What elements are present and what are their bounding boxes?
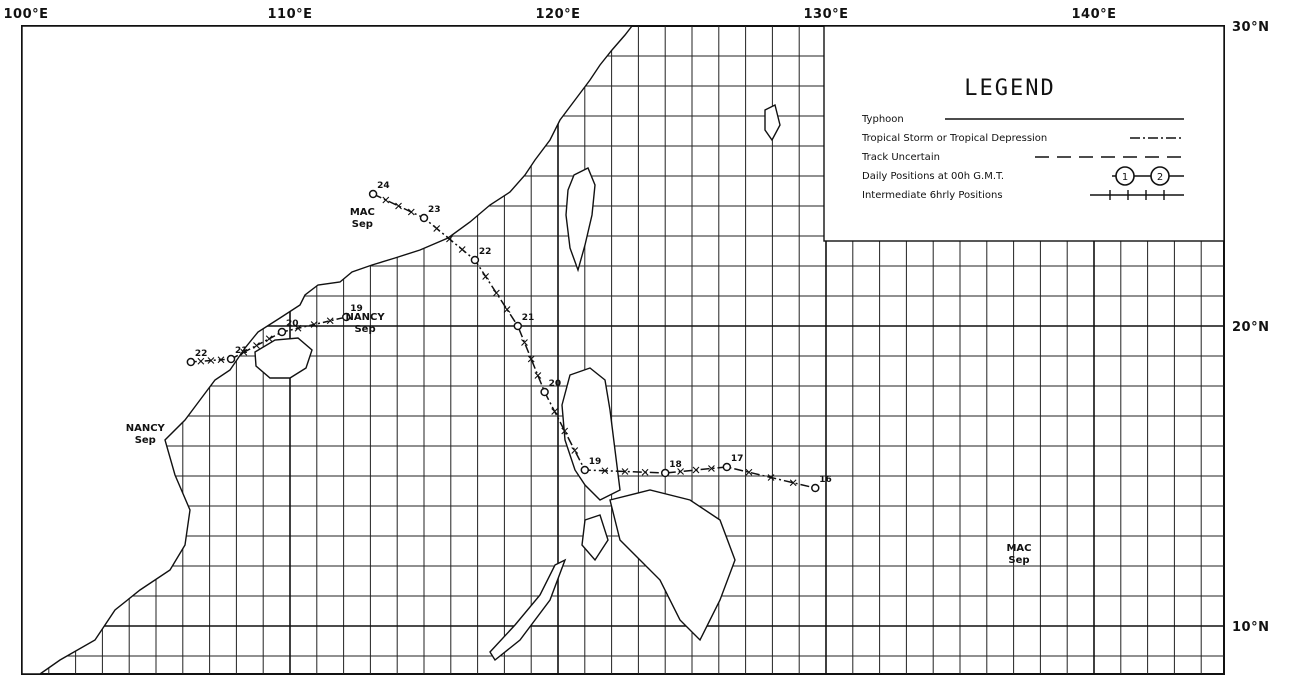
- six-hourly-position-mark: [482, 273, 490, 280]
- latitude-label: 10°N: [1232, 620, 1269, 635]
- storm-tracks: 16171819202122232419202122MACSepNANCYSep…: [126, 181, 1032, 566]
- longitude-label: 100°E: [3, 7, 48, 22]
- palawan-island: [489, 558, 567, 662]
- luzon-island: [561, 367, 621, 501]
- mainland-coast: [21, 25, 634, 675]
- six-hourly-position-mark: [326, 317, 334, 325]
- daily-position-day-label: 24: [377, 181, 390, 191]
- longitude-label: 120°E: [535, 7, 580, 22]
- legend-daily-circle: [1115, 166, 1135, 186]
- axis-labels: 100°E 110°E 120°E 130°E 140°E 30°N 20°N 10°N: [3, 7, 1269, 635]
- daily-position-day-label: 21: [235, 346, 248, 356]
- daily-position-marker: [470, 255, 480, 265]
- mindoro-island: [581, 514, 609, 562]
- daily-position-marker: [580, 465, 590, 475]
- legend-daily-circle: [1150, 166, 1170, 186]
- six-hourly-position-mark: [551, 408, 559, 415]
- legend-box: [823, 25, 1225, 242]
- six-hourly-position-mark: [708, 465, 715, 472]
- daily-position-day-label: 20: [286, 319, 299, 329]
- daily-position-marker: [186, 357, 196, 367]
- six-hourly-position-mark: [207, 357, 215, 364]
- daily-position-day-label: 19: [350, 304, 363, 314]
- six-hourly-position-mark: [446, 235, 453, 243]
- visayas-islands: [609, 489, 736, 642]
- coastlines: [21, 25, 781, 675]
- six-hourly-position-mark: [253, 342, 260, 349]
- daily-position-day-label: 17: [731, 454, 744, 464]
- storm-month-label: Sep: [1008, 555, 1029, 566]
- six-hourly-position-mark: [458, 246, 466, 253]
- six-hourly-position-mark: [789, 479, 797, 487]
- daily-position-day-label: 22: [195, 349, 208, 359]
- six-hourly-position-mark: [433, 225, 441, 232]
- taiwan-island: [565, 167, 596, 273]
- daily-position-marker: [722, 462, 732, 472]
- six-hourly-position-mark: [217, 356, 225, 364]
- storm-name-label: MAC: [1006, 543, 1031, 554]
- six-hourly-position-mark: [527, 355, 535, 363]
- six-hourly-position-mark: [534, 372, 542, 379]
- daily-position-marker: [811, 483, 820, 493]
- daily-position-marker: [342, 312, 351, 322]
- six-hourly-position-mark: [382, 196, 390, 204]
- six-hourly-position-mark: [521, 339, 528, 346]
- daily-position-marker: [368, 189, 378, 199]
- hainan-island: [254, 337, 313, 379]
- legend-item-label: Track Uncertain: [861, 152, 940, 163]
- legend-circle-label: 1: [1122, 172, 1128, 183]
- latitude-label: 20°N: [1232, 320, 1269, 335]
- daily-position-day-label: 22: [479, 247, 492, 257]
- six-hourly-position-mark: [395, 202, 402, 210]
- daily-position-day-label: 23: [428, 205, 441, 215]
- daily-position-day-label: 16: [819, 475, 832, 485]
- storm-name-label: NANCY: [346, 312, 386, 323]
- six-hourly-position-mark: [677, 468, 684, 475]
- daily-position-day-label: 21: [522, 313, 535, 323]
- six-hourly-position-mark: [641, 468, 649, 476]
- six-hourly-position-mark: [240, 348, 248, 356]
- six-hourly-position-mark: [265, 335, 273, 343]
- six-hourly-position-mark: [621, 468, 629, 475]
- daily-position-day-label: 19: [589, 457, 602, 467]
- six-hourly-position-mark: [561, 427, 569, 435]
- longitude-label: 140°E: [1071, 7, 1116, 22]
- legend-item-label: Tropical Storm or Tropical Depression: [861, 133, 1047, 144]
- daily-position-marker: [226, 354, 236, 364]
- six-hourly-position-mark: [407, 208, 415, 216]
- storm-month-label: Sep: [354, 324, 375, 335]
- storm-name-label: MAC: [350, 207, 375, 218]
- daily-position-day-label: 18: [669, 460, 682, 470]
- six-hourly-position-mark: [503, 306, 511, 313]
- daily-position-marker: [513, 321, 523, 331]
- six-hourly-position-mark: [767, 474, 775, 481]
- legend-title: LEGEND: [964, 76, 1055, 101]
- storm-month-label: Sep: [135, 435, 156, 446]
- six-hourly-position-mark: [692, 466, 700, 474]
- six-hourly-position-mark: [492, 289, 500, 297]
- storm-name-label: NANCY: [126, 423, 166, 434]
- storm-month-label: Sep: [352, 219, 373, 230]
- six-hourly-position-mark: [745, 468, 753, 476]
- six-hourly-position-mark: [601, 467, 609, 475]
- legend-circle-label: 2: [1157, 172, 1163, 183]
- daily-position-marker: [540, 387, 549, 397]
- daily-position-marker: [419, 213, 429, 223]
- legend-item-label: Daily Positions at 00h G.M.T.: [862, 171, 1004, 182]
- six-hourly-position-mark: [571, 447, 579, 454]
- daily-position-marker: [660, 468, 670, 478]
- legend-item-label: Intermediate 6hrly Positions: [862, 190, 1003, 201]
- ryukyu-islands: [764, 103, 781, 142]
- six-hourly-position-mark: [310, 321, 318, 328]
- longitude-label: 130°E: [803, 7, 848, 22]
- daily-position-day-label: 20: [549, 379, 562, 389]
- six-hourly-position-mark: [197, 357, 205, 365]
- latitude-label: 30°N: [1232, 20, 1269, 35]
- legend-item-label: Typhoon: [861, 114, 904, 125]
- six-hourly-position-mark: [294, 324, 302, 332]
- daily-position-marker: [277, 327, 287, 337]
- longitude-label: 110°E: [267, 7, 312, 22]
